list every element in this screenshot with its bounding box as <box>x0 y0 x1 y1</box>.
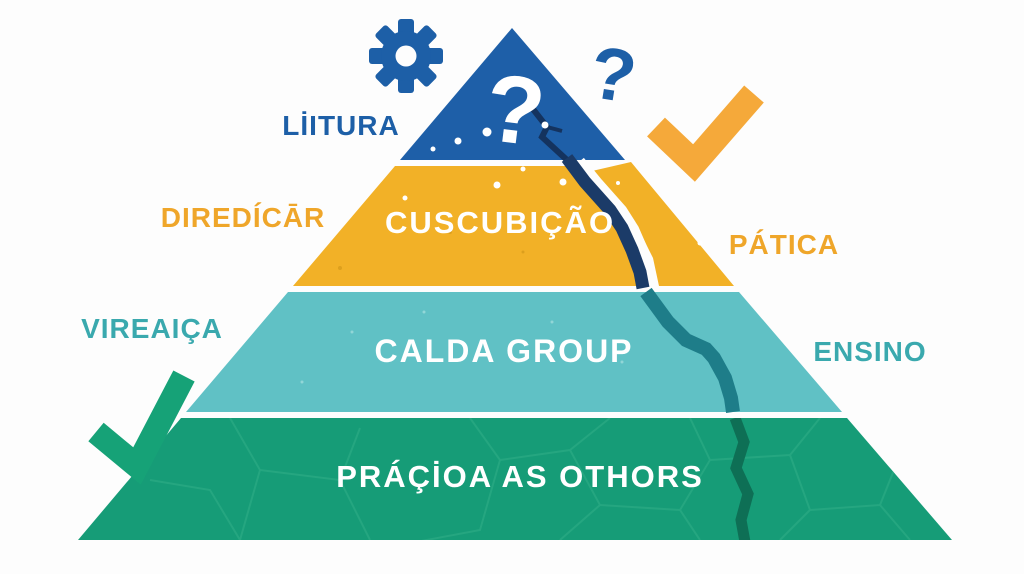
speckles-level-3 <box>300 310 624 384</box>
dots-level-2 <box>402 166 703 246</box>
check-icon-bottom-left <box>88 370 195 485</box>
pyramid-level-3 <box>186 292 842 412</box>
side-label-patica: PÁTICA <box>728 229 840 260</box>
crack-level-2 <box>561 154 650 290</box>
band-label-level-3: CALDA GROUP <box>374 333 634 369</box>
hex-pattern <box>149 418 911 540</box>
side-label-ensino: ENSINO <box>813 336 927 367</box>
question-mark-small-icon: ? <box>584 30 642 119</box>
band-label-level-4: PRÁÇİOA AS OTHORS <box>336 459 704 494</box>
side-label-diredicar: DIREDÍCĀR <box>160 202 326 233</box>
crack-level-3 <box>640 287 740 413</box>
question-mark-large-icon: ? <box>479 54 550 167</box>
pyramid-level-1 <box>400 28 625 160</box>
crack-top-section <box>526 102 570 163</box>
speckles-level-2 <box>338 230 585 270</box>
gear-icon <box>369 19 443 93</box>
side-label-liitura: LİITURA <box>282 110 400 141</box>
dots-top-section <box>430 121 549 152</box>
pyramid-level-4 <box>78 418 952 540</box>
check-icon-top-right <box>647 85 764 182</box>
pyramid-level-2-right <box>592 162 734 286</box>
crack-branch <box>546 125 563 133</box>
crack-level-4 <box>729 418 754 540</box>
side-label-vireaica: VIREAIÇA <box>81 313 223 344</box>
pyramid-level-2-left <box>293 166 641 286</box>
crack-gap-stripe <box>576 157 658 289</box>
band-label-level-2: CUSCUBIÇÃO <box>384 205 616 240</box>
